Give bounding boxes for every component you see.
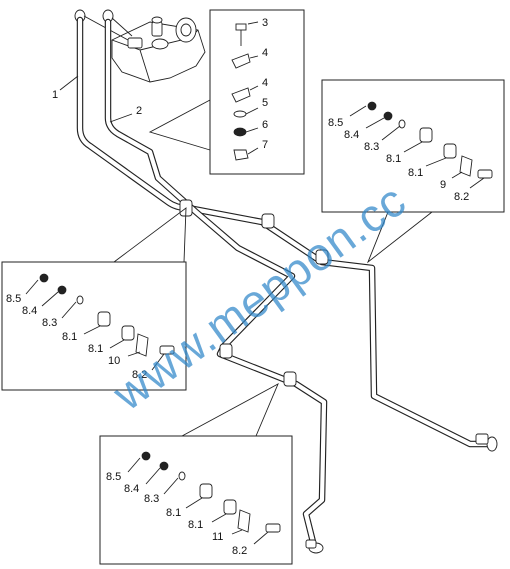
label-4a: 4 [262,47,268,59]
label-left-8-1b: 8.1 [88,343,103,355]
label-bottom-8-2: 8.2 [232,545,247,557]
label-9: 9 [440,179,446,191]
label-left-8-3: 8.3 [42,317,57,329]
detail-box-right [321,79,505,264]
label-4b: 4 [262,77,268,89]
callout-labels: 1 2 3 4 4 5 6 7 8.5 8.4 8.3 8.1 8.1 9 8.… [6,17,469,557]
detail-box-left [1,207,187,391]
label-5: 5 [262,97,268,109]
detail-box-bottom [99,382,293,565]
label-right-8-2: 8.2 [454,191,469,203]
label-right-8-4: 8.4 [344,129,359,141]
label-10: 10 [108,355,120,367]
label-11: 11 [212,531,223,543]
label-right-8-5: 8.5 [328,117,343,129]
label-bottom-8-4: 8.4 [124,483,139,495]
pipe-2 [104,18,328,550]
label-1: 1 [52,89,58,101]
label-bottom-8-1a: 8.1 [166,507,181,519]
label-2: 2 [136,105,142,117]
label-left-8-1a: 8.1 [62,331,77,343]
pipe-end-fittings [305,433,498,554]
label-left-8-4: 8.4 [22,305,37,317]
label-left-8-2: 8.2 [132,369,147,381]
label-3: 3 [262,17,268,29]
label-bottom-8-3: 8.3 [144,493,159,505]
label-bottom-8-1b: 8.1 [188,519,203,531]
label-7: 7 [262,139,268,151]
valve-block [74,9,206,83]
pipe-1 [76,16,494,448]
label-6: 6 [262,119,268,131]
label-right-8-3: 8.3 [364,141,379,153]
label-right-8-1b: 8.1 [408,167,423,179]
label-right-8-1a: 8.1 [386,153,401,165]
detail-box-top [148,9,305,175]
label-left-8-5: 8.5 [6,293,21,305]
label-bottom-8-5: 8.5 [106,471,121,483]
pipe-clamps [179,199,329,387]
